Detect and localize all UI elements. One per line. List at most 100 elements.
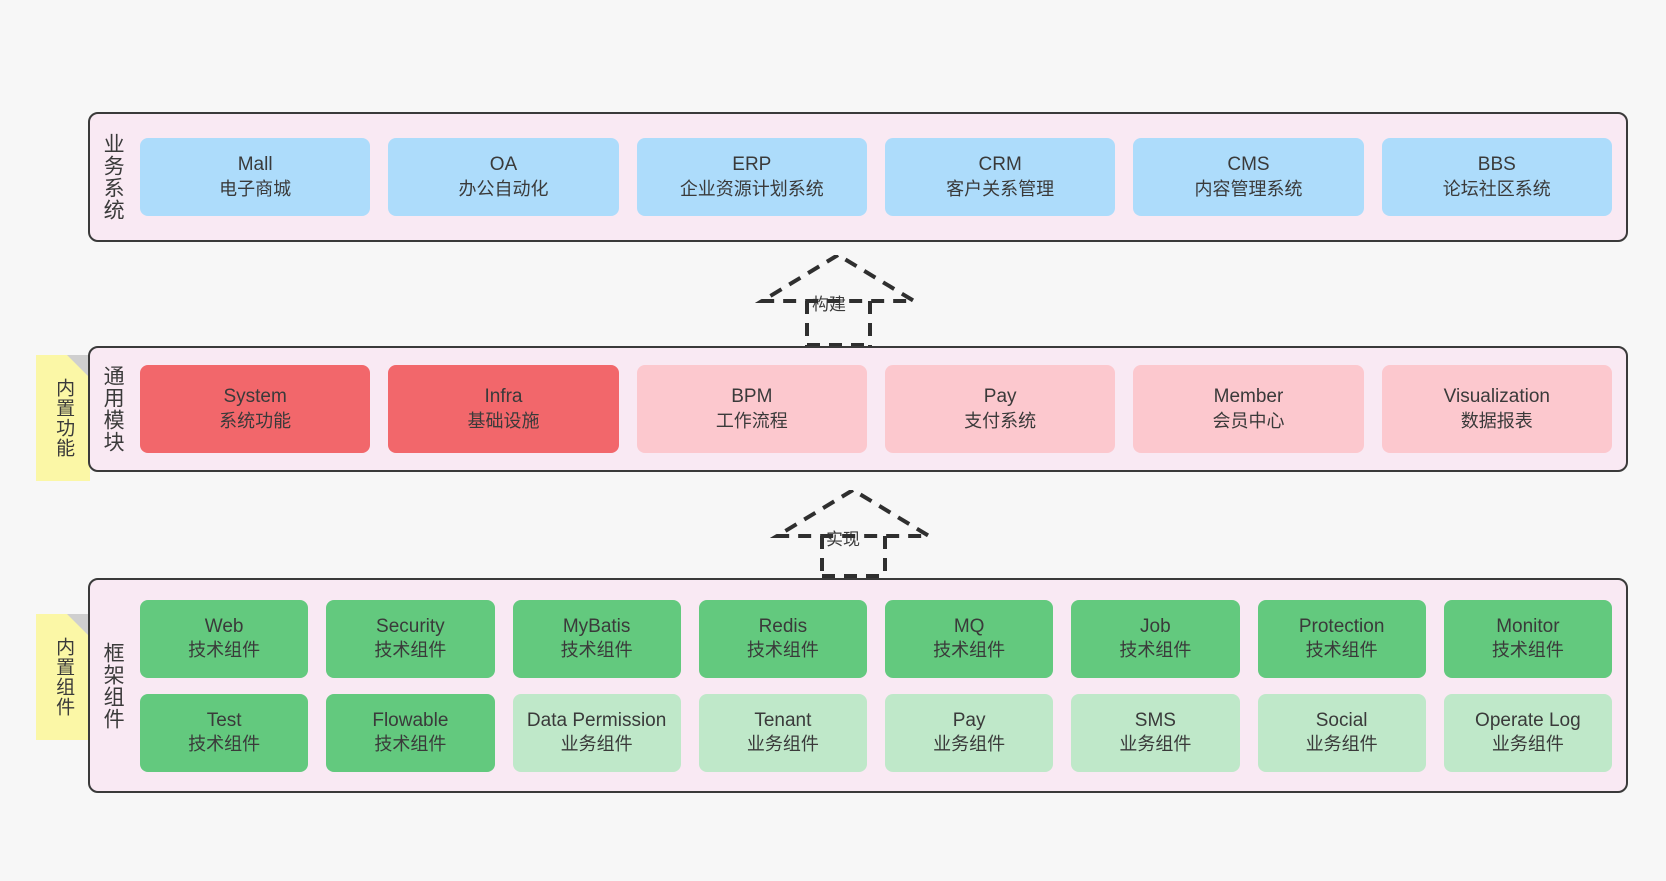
card-subtitle: 业务组件 [746,734,819,755]
card-subtitle: 会员中心 [1212,410,1285,431]
card-security[interactable]: Security 技术组件 [326,599,495,678]
card-subtitle: 业务组件 [1119,734,1192,755]
note-fold-corner-icon [67,355,90,378]
layer-title-framework-component: 框架组件 [101,641,125,730]
card-title: Job [1140,615,1171,637]
card-title: Flowable [372,709,449,731]
card-title: MQ [953,615,985,637]
card-subtitle: 业务组件 [560,734,633,755]
card-title: Redis [758,615,808,637]
card-title: BPM [731,386,773,408]
card-cms[interactable]: CMS 内容管理系统 [1133,138,1364,216]
card-subtitle: 技术组件 [188,734,261,755]
card-title: BBS [1477,154,1516,176]
note-builtin-function: 内置功能 [36,355,90,481]
generalization-arrow-icon [769,487,937,578]
card-erp[interactable]: ERP 企业资源计划系统 [636,138,867,216]
card-test[interactable]: Test 技术组件 [140,693,309,772]
card-subtitle: 支付系统 [964,410,1037,431]
card-visualization[interactable]: Visualization 数据报表 [1381,365,1612,453]
card-row: Mall 电子商城 OA 办公自动化 ERP 企业资源计划系统 CRM 客户关系… [140,138,1612,216]
card-title: OA [489,154,518,176]
card-subtitle: 数据报表 [1460,410,1533,431]
card-tenant[interactable]: Tenant 业务组件 [698,693,867,772]
card-subtitle: 内容管理系统 [1194,178,1303,199]
card-title: Web [204,615,244,637]
card-title: Pay [952,709,986,731]
card-subtitle: 技术组件 [1491,640,1564,661]
card-title: Visualization [1443,386,1550,408]
card-bpm[interactable]: BPM 工作流程 [636,365,867,453]
generalization-arrow-icon [754,252,922,347]
card-oa[interactable]: OA 办公自动化 [388,138,619,216]
card-title: ERP [732,154,772,176]
layer-body-business-system: Mall 电子商城 OA 办公自动化 ERP 企业资源计划系统 CRM 客户关系… [134,114,1626,240]
card-web[interactable]: Web 技术组件 [140,599,309,678]
card-monitor[interactable]: Monitor 技术组件 [1443,599,1612,678]
card-infra[interactable]: Infra 基础设施 [388,365,619,453]
card-title: Test [206,709,242,731]
card-social[interactable]: Social 业务组件 [1257,693,1426,772]
card-subtitle: 工作流程 [715,410,788,431]
card-mybatis[interactable]: MyBatis 技术组件 [512,599,681,678]
card-subtitle: 技术组件 [933,640,1006,661]
card-subtitle: 论坛社区系统 [1442,178,1551,199]
card-subtitle: 技术组件 [374,734,447,755]
layer-title-business-system: 业务系统 [101,133,125,221]
card-subtitle: 业务组件 [1491,734,1564,755]
card-pay-component[interactable]: Pay 业务组件 [885,693,1054,772]
card-title: Member [1213,386,1284,408]
card-bbs[interactable]: BBS 论坛社区系统 [1381,138,1612,216]
card-title: CRM [978,154,1022,176]
card-subtitle: 电子商城 [219,178,292,199]
card-mall[interactable]: Mall 电子商城 [140,138,371,216]
card-subtitle: 技术组件 [1119,640,1192,661]
card-title: Monitor [1496,615,1560,637]
card-title: Pay [983,386,1017,408]
card-title: MyBatis [562,615,631,637]
card-member[interactable]: Member 会员中心 [1133,365,1364,453]
card-row: System 系统功能 Infra 基础设施 BPM 工作流程 Pay 支付系统… [140,365,1612,453]
card-pay-module[interactable]: Pay 支付系统 [884,365,1116,453]
layer-common-module: 通用模块 System 系统功能 Infra 基础设施 BPM 工作流程 Pay… [88,346,1628,472]
note-fold-corner-icon [67,614,90,637]
card-sms[interactable]: SMS 业务组件 [1071,693,1240,772]
card-job[interactable]: Job 技术组件 [1071,599,1240,678]
card-redis[interactable]: Redis 技术组件 [698,599,867,678]
card-title: Mall [237,154,273,176]
layer-body-framework-component: Web 技术组件 Security 技术组件 MyBatis 技术组件 Redi… [134,580,1626,791]
card-system[interactable]: System 系统功能 [140,365,371,453]
card-subtitle: 业务组件 [933,734,1006,755]
card-row: Web 技术组件 Security 技术组件 MyBatis 技术组件 Redi… [140,599,1612,678]
card-subtitle: 技术组件 [374,640,447,661]
card-crm[interactable]: CRM 客户关系管理 [884,138,1116,216]
layer-body-common-module: System 系统功能 Infra 基础设施 BPM 工作流程 Pay 支付系统… [134,348,1626,470]
card-title: Security [376,615,445,637]
note-label: 内置功能 [53,378,75,458]
card-subtitle: 业务组件 [1305,734,1378,755]
card-title: Operate Log [1475,709,1581,731]
layer-business-system: 业务系统 Mall 电子商城 OA 办公自动化 ERP 企业资源计划系统 CRM… [88,112,1628,242]
note-label: 内置组件 [53,637,75,717]
card-title: Infra [484,386,523,408]
connector-implement [765,487,955,578]
card-row: Test 技术组件 Flowable 技术组件 Data Permission … [140,693,1612,772]
card-title: Tenant [754,709,812,731]
card-title: CMS [1227,154,1270,176]
card-protection[interactable]: Protection 技术组件 [1257,599,1426,678]
card-title: SMS [1134,709,1176,731]
card-subtitle: 办公自动化 [458,178,549,199]
card-subtitle: 技术组件 [188,640,261,661]
card-data-permission[interactable]: Data Permission 业务组件 [512,693,681,772]
card-subtitle: 技术组件 [560,640,633,661]
card-subtitle: 系统功能 [219,410,292,431]
card-flowable[interactable]: Flowable 技术组件 [326,693,495,772]
card-operate-log[interactable]: Operate Log 业务组件 [1443,693,1612,772]
card-mq[interactable]: MQ 技术组件 [885,599,1054,678]
card-subtitle: 技术组件 [1305,640,1378,661]
card-title: System [223,386,287,408]
note-builtin-component: 内置组件 [36,614,90,740]
card-title: Data Permission [526,709,667,731]
layer-framework-component: 框架组件 Web 技术组件 Security 技术组件 MyBatis 技术组件… [88,578,1628,793]
